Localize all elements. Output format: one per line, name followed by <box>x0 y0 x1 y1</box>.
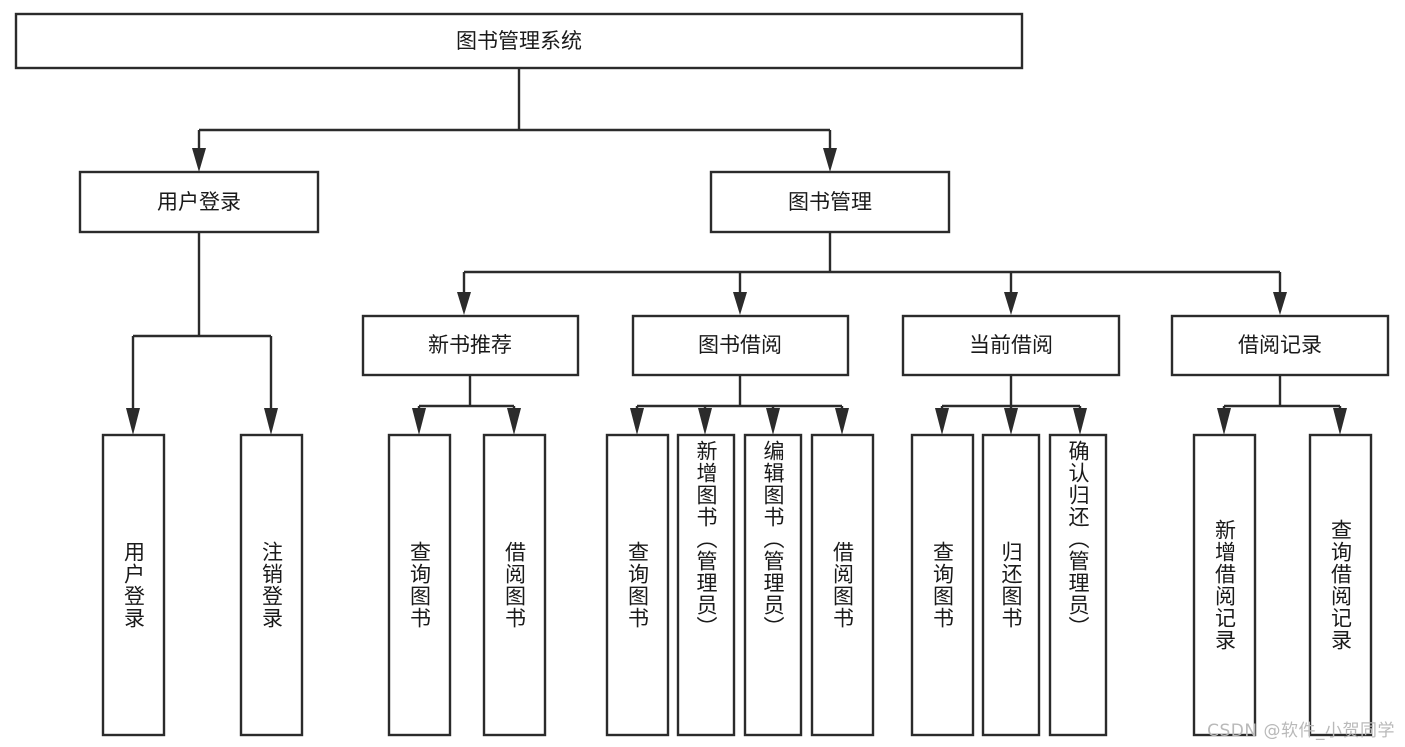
arrow-head-icon <box>1073 408 1087 435</box>
connector-group-new-book <box>412 375 521 435</box>
leaf-box-user-login-1[interactable] <box>101 433 166 737</box>
arrow-head-icon <box>835 408 849 435</box>
node-current-borrow-box[interactable] <box>901 314 1121 377</box>
arrow-head-icon <box>766 408 780 435</box>
arrow-head-icon <box>1333 408 1347 435</box>
leaf-box-new-book-1[interactable] <box>387 433 452 737</box>
arrow-head-icon <box>264 408 278 435</box>
arrow-head-icon <box>1004 292 1018 315</box>
connector-group-book-manage <box>457 232 1287 315</box>
node-book-manage-label: 图书管理 <box>788 190 872 214</box>
watermark-text: CSDN @软件_小贺同学 <box>1207 721 1395 741</box>
leaf-box-book-borrow-2[interactable] <box>676 433 736 737</box>
leaf-box-current-borrow-1[interactable] <box>910 433 975 737</box>
node-current-borrow-label: 当前借阅 <box>969 333 1053 357</box>
arrow-head-icon <box>192 148 206 172</box>
node-book-manage-box[interactable] <box>709 170 951 234</box>
node-root-label: 图书管理系统 <box>456 29 582 53</box>
arrow-head-icon <box>630 408 644 435</box>
arrow-head-icon <box>412 408 426 435</box>
arrow-head-icon <box>698 408 712 435</box>
node-user-login-label: 用户登录 <box>157 190 241 214</box>
arrow-head-icon <box>1217 408 1231 435</box>
node-borrow-record-label: 借阅记录 <box>1238 333 1322 357</box>
leaf-box-borrow-record-2[interactable] <box>1308 433 1373 737</box>
arrow-head-icon <box>823 148 837 172</box>
leaf-box-borrow-record-1[interactable] <box>1192 433 1257 737</box>
connector-group-root <box>192 68 837 172</box>
arrow-head-icon <box>457 292 471 315</box>
arrow-head-icon <box>507 408 521 435</box>
arrow-head-icon <box>1273 292 1287 315</box>
leaf-box-user-login-2[interactable] <box>239 433 304 737</box>
arrow-head-icon <box>733 292 747 315</box>
node-root-box[interactable] <box>14 12 1024 70</box>
leaf-box-book-borrow-1[interactable] <box>605 433 670 737</box>
arrow-head-icon <box>1004 408 1018 435</box>
connector-group-borrow-record <box>1217 375 1347 435</box>
node-book-borrow-label: 图书借阅 <box>698 333 782 357</box>
leaf-box-book-borrow-4[interactable] <box>810 433 875 737</box>
node-borrow-record-box[interactable] <box>1170 314 1390 377</box>
node-new-book-box[interactable] <box>361 314 580 377</box>
connector-group-current-borrow <box>935 375 1087 435</box>
node-new-book-label: 新书推荐 <box>428 333 512 357</box>
connector-group-book-borrow <box>630 375 849 435</box>
leaf-box-current-borrow-2[interactable] <box>981 433 1041 737</box>
leaf-box-current-borrow-3[interactable] <box>1048 433 1108 737</box>
leaf-box-book-borrow-3[interactable] <box>743 433 803 737</box>
leaf-box-new-book-2[interactable] <box>482 433 547 737</box>
arrow-head-icon <box>126 408 140 435</box>
arrow-head-icon <box>935 408 949 435</box>
node-book-borrow-box[interactable] <box>631 314 850 377</box>
node-user-login-box[interactable] <box>78 170 320 234</box>
connector-group-user-login <box>126 232 278 435</box>
